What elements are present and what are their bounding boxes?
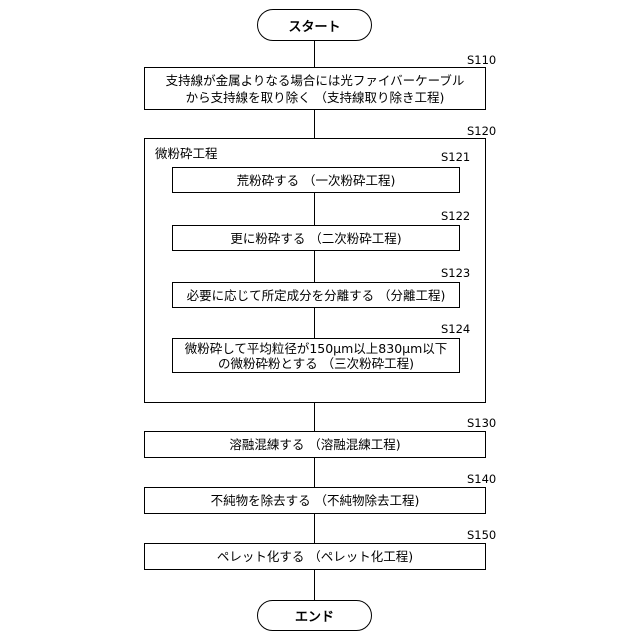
step-text-s150: ペレット化する （ペレット化工程) — [217, 548, 413, 565]
step-text-s123: 必要に応じて所定成分を分離する （分離工程) — [187, 287, 446, 304]
step-label-s123: S123 — [441, 266, 470, 280]
step-label-s140: S140 — [467, 472, 496, 486]
step-text-s122: 更に粉砕する （二次粉砕工程) — [230, 230, 401, 247]
step-box-s110: 支持線が金属よりなる場合には光ファイバーケーブル から支持線を取り除く （支持線… — [144, 67, 486, 110]
step-box-s150: ペレット化する （ペレット化工程) — [144, 543, 486, 570]
step-box-s124: 微粉砕して平均粒径が150μm以上830μm以下 の微粉砕粉とする （三次粉砕工… — [172, 338, 460, 373]
connector-start-s110 — [314, 41, 315, 67]
step-text-s124-line1: 微粉砕して平均粒径が150μm以上830μm以下 — [185, 341, 448, 356]
step-text-s110-line2: から支持線を取り除く （支持線取り除き工程) — [186, 89, 445, 106]
step-box-s140: 不純物を除去する （不純物除去工程) — [144, 487, 486, 514]
step-text-s140: 不純物を除去する （不純物除去工程) — [211, 492, 420, 509]
step-label-s110: S110 — [467, 53, 496, 67]
step-box-s121: 荒粉砕する （一次粉砕工程) — [172, 167, 460, 193]
step-label-s122: S122 — [441, 209, 470, 223]
step-label-s150: S150 — [467, 528, 496, 542]
step-text-s130: 溶融混練する （溶融混練工程) — [229, 436, 400, 453]
step-label-s130: S130 — [467, 416, 496, 430]
step-box-s123: 必要に応じて所定成分を分離する （分離工程) — [172, 282, 460, 308]
connector-s110-s120 — [314, 110, 315, 138]
start-label: スタート — [288, 16, 340, 35]
connector-s140-s150 — [314, 514, 315, 543]
step-label-s120: S120 — [467, 124, 496, 138]
step-label-s124: S124 — [441, 322, 470, 336]
start-terminal: スタート — [257, 9, 372, 41]
step-text-s121: 荒粉砕する （一次粉砕工程) — [237, 172, 396, 189]
step-label-s121: S121 — [441, 150, 470, 164]
step-text-s124-line2: の微粉砕粉とする （三次粉砕工程) — [218, 356, 414, 371]
connector-s130-s140 — [314, 458, 315, 487]
group-title-s120: 微粉砕工程 — [155, 143, 218, 162]
end-label: エンド — [295, 606, 334, 625]
end-terminal: エンド — [257, 600, 372, 631]
step-box-s130: 溶融混練する （溶融混練工程) — [144, 431, 486, 458]
step-box-s122: 更に粉砕する （二次粉砕工程) — [172, 225, 460, 251]
connector-s150-end — [314, 570, 315, 600]
connector-s120-s130 — [314, 403, 315, 431]
step-text-s110-line1: 支持線が金属よりなる場合には光ファイバーケーブル — [166, 72, 465, 89]
